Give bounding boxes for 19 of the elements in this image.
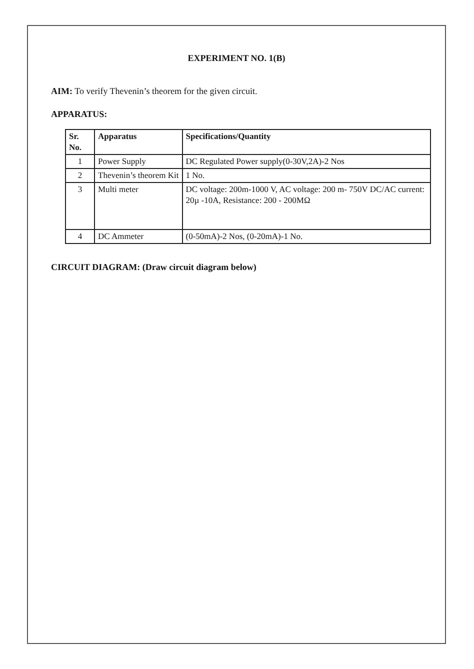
table-header-cell: Apparatus xyxy=(94,130,182,154)
table-cell: DC Ammeter xyxy=(94,230,182,244)
table-cell: 1 xyxy=(66,154,94,168)
table-header-cell: Sr. No. xyxy=(66,130,94,154)
table-cell: 1 No. xyxy=(182,168,430,182)
table-cell: DC voltage: 200m-1000 V, AC voltage: 200 m- 750V DC/AC current: 20µ -10A, Resistance: 200 - 200MΩ xyxy=(182,182,430,230)
table-cell: DC Regulated Power supply(0-30V,2A)-2 Nos xyxy=(182,154,430,168)
page-title: EXPERIMENT NO. 1(B) xyxy=(186,53,286,64)
section-heading: APPARATUS: xyxy=(51,109,108,120)
table-cell: Thevenin’s theorem Kit xyxy=(94,168,182,182)
table-cell: Power Supply xyxy=(94,154,182,168)
table-cell: 4 xyxy=(66,230,94,244)
section-heading: CIRCUIT DIAGRAM: (Draw circuit diagram below) xyxy=(51,262,256,273)
table-cell: Multi meter xyxy=(94,182,182,230)
table-header-cell: Specifications/Quantity xyxy=(182,130,430,154)
table-cell: (0-50mA)-2 Nos, (0-20mA)-1 No. xyxy=(182,230,430,244)
table-cell: 2 xyxy=(66,168,94,182)
table-cell: 3 xyxy=(66,182,94,230)
aim-text: AIM: To verify Thevenin’s theorem for the given circuit. xyxy=(51,86,258,97)
